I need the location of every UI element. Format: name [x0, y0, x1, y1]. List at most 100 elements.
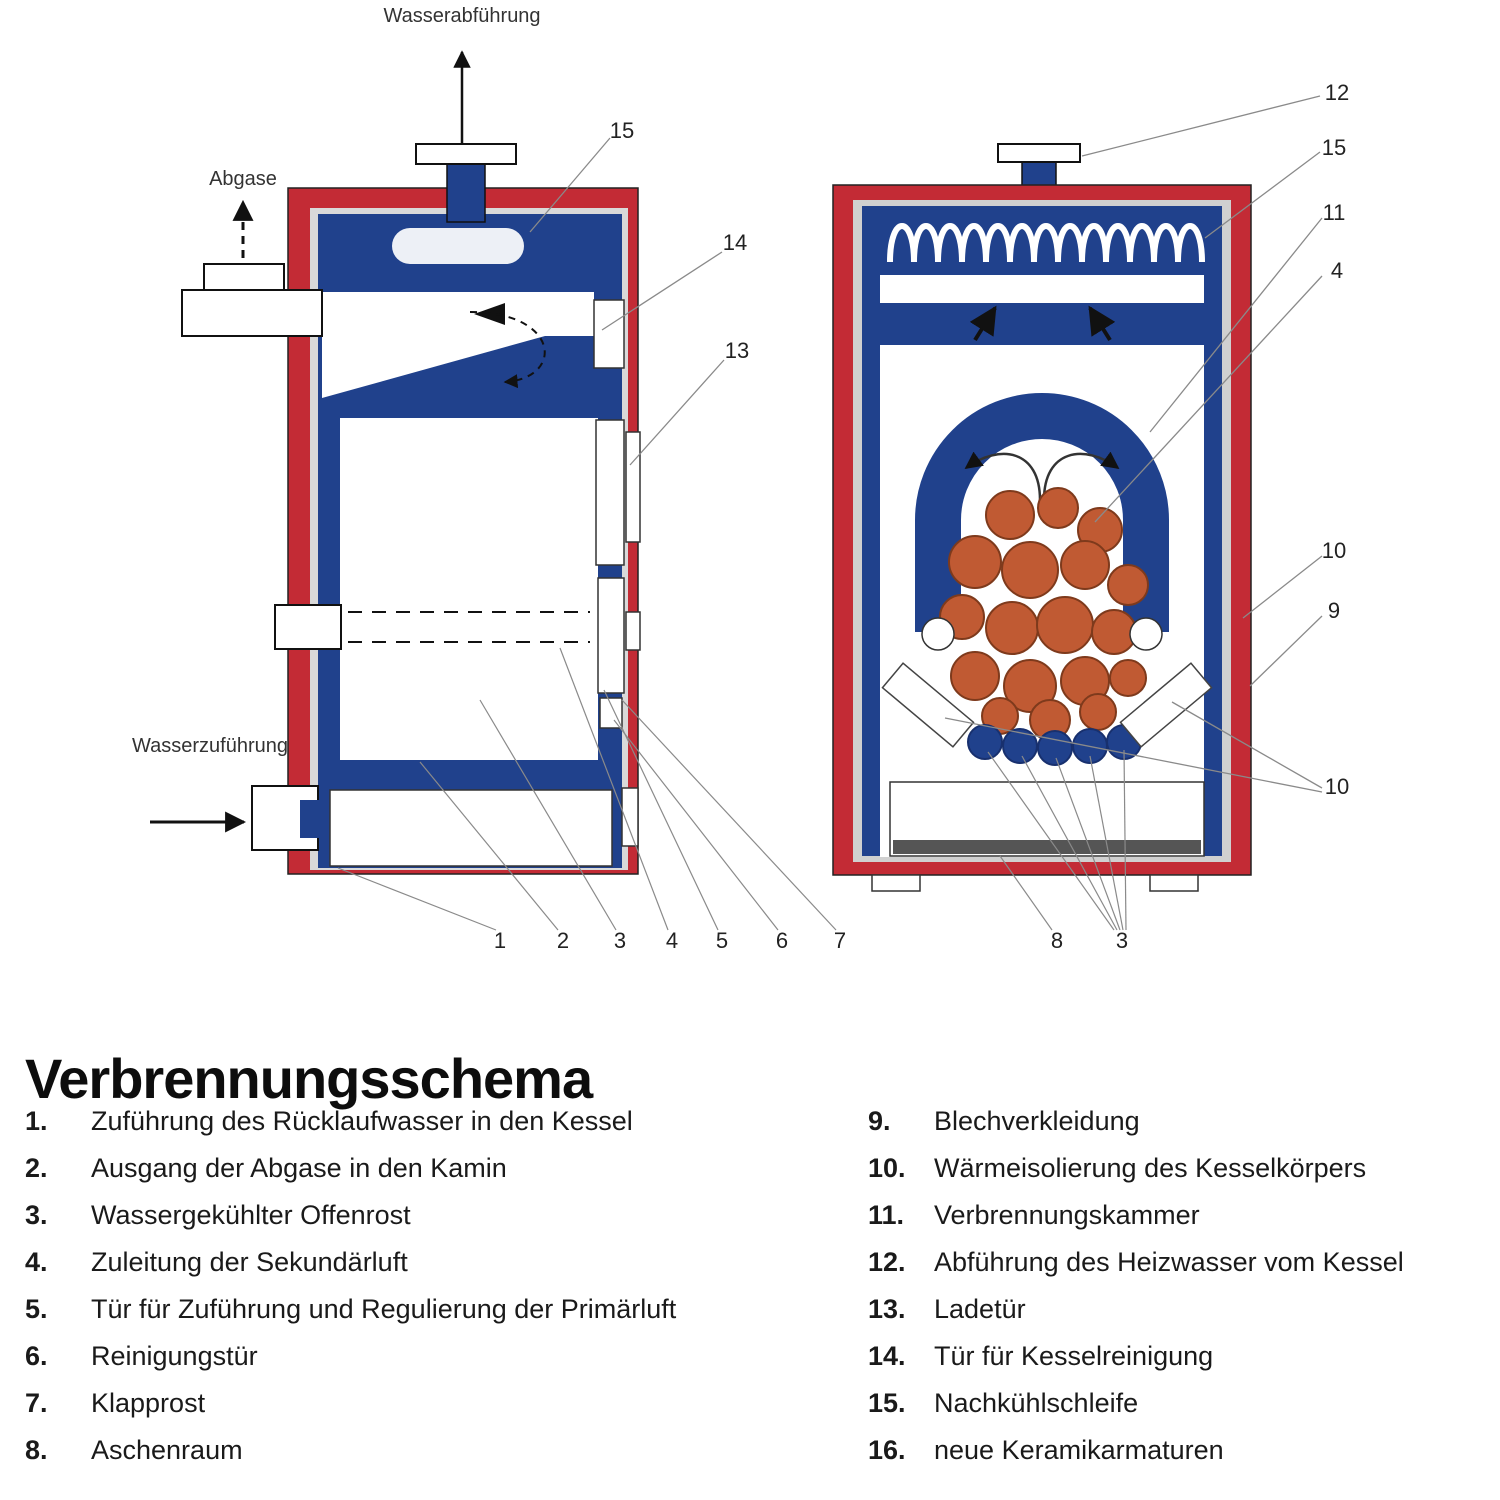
callout-line-14 — [601, 251, 723, 331]
legend-number: 7. — [25, 1388, 48, 1418]
label-wasserzufuehrung: Wasserzuführung — [132, 735, 288, 757]
flue-outlet-duct — [181, 289, 323, 337]
legend-item: 8. Aschenraum — [25, 1427, 845, 1474]
legend-number: 8. — [25, 1435, 48, 1465]
ash-box-base — [893, 840, 1201, 854]
water-arch — [915, 393, 1169, 632]
callout-line-10a — [1242, 555, 1323, 619]
legend-item: 6. Reinigungstür — [25, 1333, 845, 1380]
legend-text: Ladetür — [934, 1294, 1026, 1324]
legend-number: 14. — [868, 1341, 906, 1371]
page-title: Verbrennungsschema — [25, 1046, 593, 1110]
left-side-port — [274, 604, 342, 650]
callout-line-10b-1 — [1171, 701, 1323, 789]
legend-item: 5. Tür für Zuführung und Regulierung der … — [25, 1286, 845, 1333]
callout-5: 5 — [716, 928, 728, 953]
primary-air-regulator — [625, 611, 641, 651]
left-ash-space — [329, 789, 613, 867]
legend-item: 11.Verbrennungskammer — [868, 1192, 1493, 1239]
cooling-loop-drum — [392, 228, 524, 264]
primary-air-door — [597, 577, 625, 694]
water-cooled-grate — [967, 724, 1142, 766]
right-chimney-flange — [997, 143, 1081, 163]
callout-6: 6 — [776, 928, 788, 953]
callout-3: 3 — [614, 928, 626, 953]
legend-item: 13.Ladetür — [868, 1286, 1493, 1333]
legend-item: 16.neue Keramikarmaturen — [868, 1427, 1493, 1474]
legend-column-right: 9.Blechverkleidung 10.Wärmeisolierung de… — [868, 1098, 1493, 1474]
legend-number: 5. — [25, 1294, 48, 1324]
flue-turn-arrow — [469, 311, 546, 389]
left-bottom-callout-lines — [337, 647, 837, 931]
upper-gas-gap — [880, 275, 1204, 303]
legend-item: 3. Wassergekühlter Offenrost — [25, 1192, 845, 1239]
callout-line-11 — [1149, 217, 1323, 433]
legend-text: Reinigungstür — [91, 1341, 258, 1371]
upper-flue-channel — [322, 292, 594, 336]
grate-callout-lines — [987, 749, 1127, 931]
legend-text: Aschenraum — [91, 1435, 243, 1465]
legend-text: Tür für Zuführung und Regulierung der Pr… — [91, 1294, 677, 1324]
right-boiler-section: 12 15 11 4 10 9 10 8 3 — [832, 80, 1349, 953]
rising-gas-arrow-right — [1088, 305, 1116, 342]
callout-7: 7 — [834, 928, 846, 953]
legend-item: 10. Wärmeisolierung des Kesselkörpers — [868, 1145, 1493, 1192]
arch-opening-right — [1129, 617, 1163, 651]
right-boiler-foot-right — [1149, 874, 1199, 892]
legend-item: 14. Tür für Kesselreinigung — [868, 1333, 1493, 1380]
legend-item: 7. Klapprost — [25, 1380, 845, 1427]
flame-arrow-left — [964, 451, 1042, 501]
loading-door-handle — [625, 431, 641, 543]
legend-number: 2. — [25, 1153, 48, 1183]
callout-line-4r — [1094, 275, 1323, 523]
flue-wedge-channel — [322, 336, 545, 398]
legend-text: Ausgang der Abgase in den Kamin — [91, 1153, 507, 1183]
legend-text: Zuführung des Rücklaufwasser in den Kess… — [91, 1106, 633, 1136]
callout-10b: 10 — [1325, 774, 1349, 799]
legend-number: 6. — [25, 1341, 48, 1371]
left-combustion-chamber — [340, 418, 598, 760]
legend-number: 15. — [868, 1388, 906, 1418]
legend-text: Abführung des Heizwasser vom Kessel — [934, 1247, 1404, 1277]
legend-number: 16. — [868, 1435, 906, 1465]
legend-text: Wassergekühlter Offenrost — [91, 1200, 411, 1230]
legend-item: 4.Zuleitung der Sekundärluft — [25, 1239, 845, 1286]
callout-4-right: 4 — [1331, 258, 1343, 283]
bottom-right-port — [621, 787, 639, 847]
callout-15-right: 15 — [1322, 135, 1346, 160]
callout-1: 1 — [494, 928, 506, 953]
callout-line-8 — [999, 855, 1053, 931]
left-chimney-flange — [415, 143, 517, 165]
callout-line-15r — [1204, 151, 1321, 239]
callout-4: 4 — [666, 928, 678, 953]
legend-column-left: 1. Zuführung des Rücklaufwasser in den Ke… — [25, 1098, 845, 1474]
callout-13: 13 — [725, 338, 749, 363]
legend-text: Tür für Kesselreinigung — [934, 1341, 1214, 1371]
legend-text: Wärmeisolierung des Kesselkörpers — [934, 1153, 1367, 1183]
secondary-air-duct-right — [1119, 662, 1213, 748]
boiler-schematic-diagrams: Wasserabführung Abgase — [132, 5, 1349, 953]
legend-number: 10. — [868, 1153, 906, 1183]
callout-15: 15 — [610, 118, 634, 143]
loading-door — [595, 419, 625, 566]
ash-door-latch — [599, 697, 623, 729]
legend-text: Nachkühlschleife — [934, 1388, 1139, 1418]
flame-arrow-right — [1042, 451, 1120, 501]
callout-2: 2 — [557, 928, 569, 953]
callout-line-13 — [629, 359, 725, 466]
callout-line-9 — [1249, 615, 1323, 687]
water-inlet-pipe — [300, 800, 322, 838]
callout-line-15 — [529, 137, 611, 233]
callout-14: 14 — [723, 230, 747, 255]
arch-opening-left — [921, 617, 955, 651]
legend-text: Klapprost — [91, 1388, 206, 1418]
legend-number: 1. — [25, 1106, 48, 1136]
secondary-air-duct-left — [881, 662, 975, 748]
legend-number: 11. — [868, 1200, 905, 1230]
legend-number: 3. — [25, 1200, 48, 1230]
schematic-svg: Wasserabführung Abgase — [132, 5, 1349, 953]
callout-12: 12 — [1325, 80, 1349, 105]
callout-line-10b-2 — [944, 717, 1323, 793]
callout-11: 11 — [1323, 200, 1346, 225]
label-wasserabfuehrung: Wasserabführung — [383, 5, 540, 27]
